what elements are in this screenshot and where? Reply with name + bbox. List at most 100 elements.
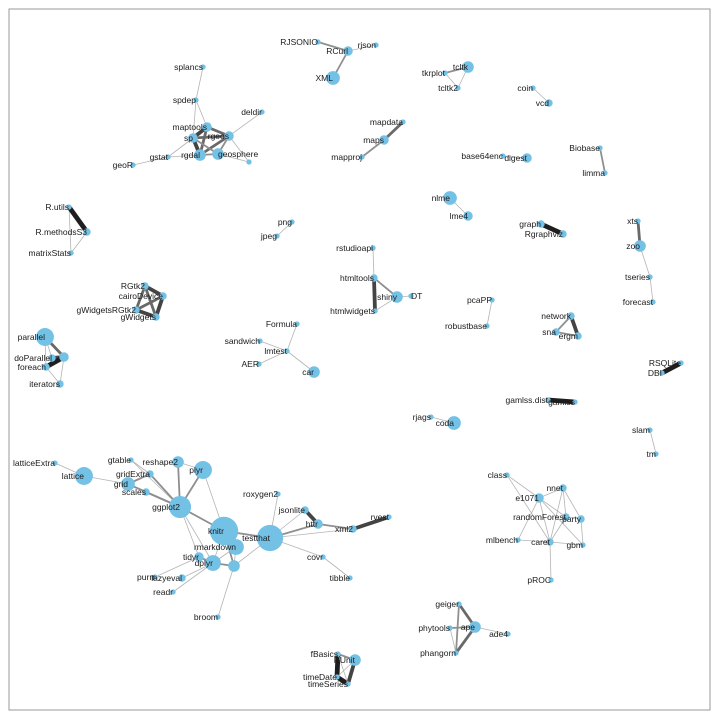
node-class[interactable] — [504, 472, 510, 478]
node-mlbench[interactable] — [515, 537, 521, 543]
node-R.utils[interactable] — [66, 204, 72, 210]
node-mapdata[interactable] — [400, 119, 406, 125]
node-sp[interactable] — [188, 133, 198, 143]
node-e1071[interactable] — [534, 493, 544, 503]
node-timeSeries[interactable] — [345, 681, 351, 687]
node-matrixStats[interactable] — [68, 250, 74, 256]
node-hub_par[interactable] — [59, 352, 69, 362]
node-forecast[interactable] — [650, 299, 656, 305]
node-zoo[interactable] — [634, 240, 646, 252]
node-roxygen2[interactable] — [275, 491, 281, 497]
node-tseries[interactable] — [647, 274, 653, 280]
node-AER[interactable] — [256, 361, 262, 367]
node-timeDate[interactable] — [334, 674, 340, 680]
node-htmltools[interactable] — [370, 274, 378, 282]
node-reshape2[interactable] — [172, 456, 184, 468]
node-nnet[interactable] — [559, 484, 567, 492]
node-gamlss.dist[interactable] — [545, 397, 551, 403]
node-rjson[interactable] — [373, 42, 379, 48]
node-tidyr[interactable] — [194, 552, 204, 562]
node-limma[interactable] — [602, 170, 608, 176]
node-splancs[interactable] — [200, 64, 206, 70]
node-Biobase[interactable] — [597, 145, 603, 151]
node-ggplot2[interactable] — [168, 495, 192, 519]
node-gWidgets[interactable] — [152, 313, 160, 321]
node-spdep[interactable] — [193, 97, 199, 103]
node-hub_sp[interactable] — [246, 159, 252, 165]
node-graph[interactable] — [537, 220, 545, 228]
node-cairoDevice[interactable] — [159, 292, 167, 300]
node-RSQLite[interactable] — [678, 360, 684, 366]
node-rgeos[interactable] — [224, 131, 234, 141]
node-geoR[interactable] — [130, 162, 136, 168]
node-car[interactable] — [308, 366, 320, 378]
node-ape[interactable] — [469, 621, 481, 633]
node-lme4[interactable] — [463, 211, 473, 221]
node-doParallel[interactable] — [48, 354, 56, 362]
node-sandwich[interactable] — [257, 338, 263, 344]
node-ade4[interactable] — [505, 631, 511, 637]
node-jsonlite[interactable] — [301, 506, 309, 514]
node-png[interactable] — [289, 219, 295, 225]
node-gamlss[interactable] — [572, 399, 578, 405]
node-rjags[interactable] — [428, 414, 434, 420]
node-network[interactable] — [567, 312, 575, 320]
node-robustbase[interactable] — [484, 323, 490, 329]
node-pcaPP[interactable] — [489, 297, 495, 303]
node-sna[interactable] — [552, 328, 560, 336]
node-party[interactable] — [577, 515, 585, 523]
node-mapproj[interactable] — [359, 154, 365, 160]
node-knitr[interactable] — [209, 516, 239, 546]
node-tcltk2[interactable] — [455, 85, 461, 91]
node-coda[interactable] — [447, 416, 461, 430]
node-scales[interactable] — [142, 488, 150, 496]
node-maptools[interactable] — [202, 122, 212, 132]
node-rstudioapi[interactable] — [370, 245, 376, 251]
node-parallel[interactable] — [36, 328, 54, 346]
node-RJSONIO[interactable] — [315, 39, 321, 45]
node-geosphere[interactable] — [212, 148, 224, 160]
node-RGtk2[interactable] — [141, 282, 149, 290]
node-rmarkdown[interactable] — [228, 539, 244, 555]
node-gridExtra[interactable] — [146, 470, 154, 478]
node-xts[interactable] — [635, 218, 641, 224]
node-gbm[interactable] — [580, 542, 586, 548]
node-tibble[interactable] — [347, 575, 353, 581]
node-phytools[interactable] — [447, 625, 453, 631]
node-gstat[interactable] — [165, 154, 171, 160]
node-rvest[interactable] — [386, 514, 392, 520]
node-tm[interactable] — [653, 451, 659, 457]
node-geiger[interactable] — [456, 601, 462, 607]
node-DBI[interactable] — [659, 370, 665, 376]
node-Formula[interactable] — [294, 321, 300, 327]
node-fBasics[interactable] — [335, 651, 341, 657]
node-Rgraphviz[interactable] — [559, 230, 567, 238]
node-shiny[interactable] — [391, 291, 403, 303]
node-base64enc[interactable] — [500, 153, 506, 159]
node-rgdal[interactable] — [194, 149, 206, 161]
node-tcltk[interactable] — [462, 61, 474, 73]
node-htmlwidgets[interactable] — [372, 308, 378, 314]
node-RUnit[interactable] — [349, 654, 361, 666]
node-XML[interactable] — [326, 71, 340, 85]
node-lattice[interactable] — [75, 467, 93, 485]
node-gWidgetsRGtk2[interactable] — [132, 306, 140, 314]
node-purrr[interactable] — [152, 574, 158, 580]
node-lazyeval[interactable] — [178, 574, 186, 582]
node-RCurl[interactable] — [343, 46, 353, 56]
node-R.methodsS3[interactable] — [83, 228, 91, 236]
node-ergm[interactable] — [574, 332, 582, 340]
node-tkrplot[interactable] — [442, 70, 448, 76]
node-plyr[interactable] — [194, 461, 212, 479]
node-vcd[interactable] — [545, 99, 553, 107]
node-nlme[interactable] — [443, 191, 457, 205]
node-DT[interactable] — [408, 293, 414, 299]
node-lmtest[interactable] — [284, 348, 290, 354]
node-deldir[interactable] — [259, 109, 265, 115]
node-latticeExtra[interactable] — [52, 460, 58, 466]
node-testthat[interactable] — [256, 524, 284, 552]
node-digest[interactable] — [522, 153, 532, 163]
node-httr[interactable] — [313, 519, 323, 529]
node-coin[interactable] — [530, 85, 536, 91]
node-hub_dp[interactable] — [228, 560, 240, 572]
